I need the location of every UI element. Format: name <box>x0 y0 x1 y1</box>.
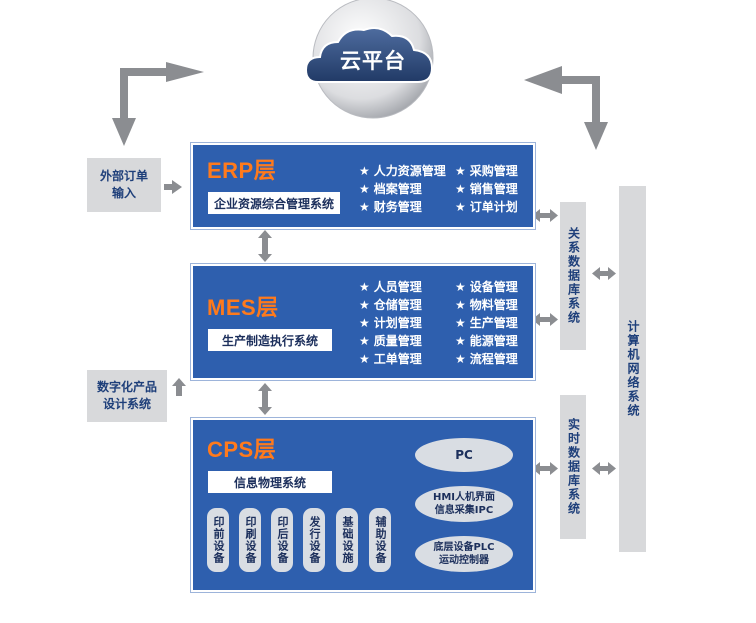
realtime-db-label: 实时数据库系统 <box>566 418 581 516</box>
mes-item: ★能源管理 <box>455 334 518 348</box>
star-icon: ★ <box>455 182 466 196</box>
erp-item: ★销售管理 <box>455 182 518 196</box>
star-icon: ★ <box>455 200 466 214</box>
arrow-design-to-cps <box>170 378 186 396</box>
mes-item: ★人员管理 <box>359 280 422 294</box>
external-order-line-2: 输入 <box>111 186 136 200</box>
realtime-db-box: 实时数据库系统 <box>560 395 586 539</box>
erp-item: ★财务管理 <box>359 200 422 214</box>
mes-system-box: 生产制造执行系统 <box>208 329 332 351</box>
mes-item: ★计划管理 <box>359 316 422 330</box>
arrow-erp-mes <box>258 230 272 262</box>
mes-item: ★物料管理 <box>455 298 518 312</box>
star-icon: ★ <box>455 298 466 312</box>
device-printing: 印刷设备 <box>239 508 261 572</box>
erp-item: ★档案管理 <box>359 182 422 196</box>
digital-design-line-1: 数字化产品 <box>96 380 157 394</box>
mes-item: ★流程管理 <box>455 352 518 366</box>
star-icon: ★ <box>359 298 370 312</box>
cps-system-box: 信息物理系统 <box>208 471 332 493</box>
star-icon: ★ <box>455 280 466 294</box>
external-order-line-1: 外部订单 <box>99 169 148 183</box>
erp-item: ★采购管理 <box>455 164 518 178</box>
hmi-line-1: HMI人机界面 <box>432 492 496 503</box>
mes-item: ★质量管理 <box>359 334 422 348</box>
star-icon: ★ <box>359 164 370 178</box>
mes-item: ★生产管理 <box>455 316 518 330</box>
arrow-cloud-left <box>112 62 204 146</box>
cloud-icon <box>304 27 434 83</box>
external-order-box: 外部订单 输入 <box>87 158 161 212</box>
star-icon: ★ <box>359 200 370 214</box>
device-postpress: 印后设备 <box>271 508 293 572</box>
arrow-mes-cps <box>258 383 272 415</box>
relational-db-box: 关系数据库系统 <box>560 202 586 350</box>
plc-node: 底层设备PLC 运动控制器 <box>415 536 513 572</box>
cps-title: CPS层 <box>207 437 277 462</box>
arrow-rtdb-network <box>592 462 616 475</box>
computer-network-box: 计算机网络系统 <box>619 186 646 552</box>
star-icon: ★ <box>359 334 370 348</box>
arrow-erp-reldb <box>532 209 558 222</box>
mes-item: ★仓储管理 <box>359 298 422 312</box>
mes-items-right: ★设备管理 ★物料管理 ★生产管理 ★能源管理 ★流程管理 <box>455 278 518 368</box>
mes-title: MES层 <box>207 295 279 320</box>
mes-items-left: ★人员管理 ★仓储管理 ★计划管理 ★质量管理 ★工单管理 <box>359 278 422 368</box>
computer-network-label: 计算机网络系统 <box>626 320 640 418</box>
erp-layer: ERP层 企业资源综合管理系统 ★人力资源管理 ★档案管理 ★财务管理 ★采购管… <box>191 143 535 229</box>
mes-item: ★设备管理 <box>455 280 518 294</box>
device-infrastructure: 基础设施 <box>336 508 358 572</box>
erp-item: ★订单计划 <box>455 200 518 214</box>
device-distribution: 发行设备 <box>303 508 325 572</box>
star-icon: ★ <box>455 316 466 330</box>
star-icon: ★ <box>455 352 466 366</box>
star-icon: ★ <box>359 316 370 330</box>
star-icon: ★ <box>359 182 370 196</box>
star-icon: ★ <box>455 164 466 178</box>
arrow-cloud-right <box>524 66 608 150</box>
arrow-mes-reldb <box>532 313 558 326</box>
cloud-platform-label: 云平台 <box>340 49 406 73</box>
arrow-reldb-network <box>592 267 616 280</box>
mes-item: ★工单管理 <box>359 352 422 366</box>
pc-label: PC <box>455 447 473 462</box>
erp-system-box: 企业资源综合管理系统 <box>208 192 340 214</box>
mes-layer: MES层 生产制造执行系统 ★人员管理 ★仓储管理 ★计划管理 ★质量管理 ★工… <box>191 264 535 380</box>
device-auxiliary: 辅助设备 <box>369 508 391 572</box>
plc-line-1: 底层设备PLC <box>433 542 495 553</box>
erp-item: ★人力资源管理 <box>359 164 446 178</box>
relational-db-label: 关系数据库系统 <box>566 227 581 325</box>
erp-items-left: ★人力资源管理 ★档案管理 ★财务管理 <box>359 162 446 216</box>
digital-design-line-2: 设计系统 <box>102 397 151 411</box>
erp-items-right: ★采购管理 ★销售管理 ★订单计划 <box>455 162 518 216</box>
hmi-node: HMI人机界面 信息采集IPC <box>415 486 513 522</box>
pc-node: PC <box>415 438 513 472</box>
arrow-order-to-erp <box>164 180 182 194</box>
star-icon: ★ <box>455 334 466 348</box>
star-icon: ★ <box>359 280 370 294</box>
device-prepress: 印前设备 <box>207 508 229 572</box>
digital-design-box: 数字化产品 设计系统 <box>87 370 167 422</box>
hmi-line-2: 信息采集IPC <box>434 505 494 516</box>
star-icon: ★ <box>359 352 370 366</box>
erp-title: ERP层 <box>207 158 277 183</box>
arrow-cps-rtdb <box>532 462 558 475</box>
plc-line-2: 运动控制器 <box>439 555 489 566</box>
